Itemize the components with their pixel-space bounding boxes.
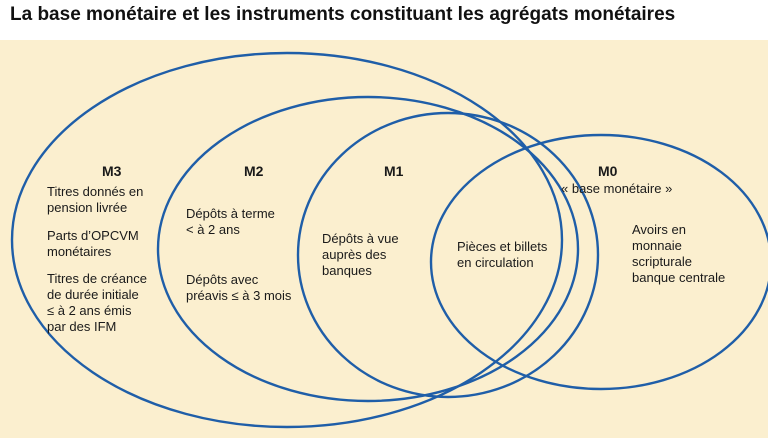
m1-item-depots-vue: Dépôts à vue auprès des banques [322, 231, 399, 278]
m0-item-pieces-billets: Pièces et billets en circulation [457, 239, 548, 270]
m0-item-avoirs: Avoirs en monnaie scripturale banque cen… [632, 222, 726, 285]
ellipse-m1 [296, 111, 600, 399]
ellipse-m2 [156, 95, 580, 403]
m2-heading: M2 [244, 163, 264, 179]
m2-item-depots-terme: Dépôts à terme < à 2 ans [186, 206, 275, 237]
ellipse-m3 [10, 51, 564, 429]
diagram-title: La base monétaire et les instruments con… [10, 4, 676, 25]
m3-item-opcvm: Parts d’OPCVM monétaires [47, 228, 139, 259]
m0-subheading: « base monétaire » [561, 181, 673, 196]
m2-item-depots-preavis: Dépôts avec préavis ≤ à 3 mois [186, 272, 292, 303]
m3-item-pension: Titres donnés en pension livrée [47, 184, 144, 215]
diagram-background [0, 40, 768, 438]
m3-item-titres-creance: Titres de créance de durée initiale ≤ à … [47, 271, 147, 334]
m0-heading: M0 [598, 163, 618, 179]
m1-heading: M1 [384, 163, 404, 179]
m3-heading: M3 [102, 163, 122, 179]
ellipse-m0 [429, 133, 768, 391]
